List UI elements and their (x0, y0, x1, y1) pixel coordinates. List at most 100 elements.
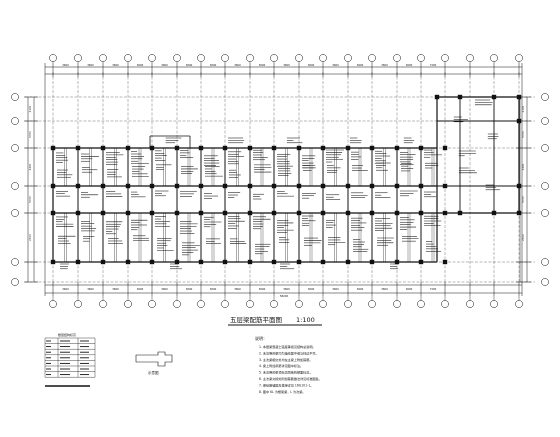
axis-bubble (99, 54, 107, 62)
dimension-value: 3600 (259, 63, 266, 67)
column (125, 259, 131, 265)
column (100, 145, 106, 151)
axis-bubble (441, 300, 449, 308)
column (271, 183, 277, 189)
dimension-value: 5700 (521, 196, 525, 203)
dimension-value: 2100 (28, 105, 32, 112)
axis-bubble (541, 93, 549, 101)
axis-bubble (11, 258, 19, 266)
column (296, 259, 302, 265)
dimension-value: 3600 (234, 287, 241, 291)
dimension-value: 7200 (430, 63, 437, 67)
axis-bubble (49, 54, 57, 62)
axis-bubble (99, 300, 107, 308)
column (442, 259, 448, 265)
column (50, 183, 56, 189)
axis-bubble (319, 300, 327, 308)
column (516, 183, 522, 189)
dimension-value: 3600 (87, 63, 94, 67)
axis-bubble (541, 209, 549, 217)
note-line: 2. 未注明的梁均为轴线居中或与柱边平齐。 (259, 350, 319, 355)
axis-bubble (466, 54, 474, 62)
column (271, 259, 277, 265)
axis-bubble (148, 54, 156, 62)
plan-linework (11, 54, 549, 308)
column (222, 210, 228, 216)
dimension-value: 3600 (406, 63, 413, 67)
axis-bubble (541, 182, 549, 190)
dimension-value: 2100 (28, 234, 32, 241)
column (457, 210, 463, 216)
axis-bubble (11, 278, 19, 286)
dimension-value: 3600 (161, 287, 168, 291)
dimension-value: 5700 (28, 131, 32, 138)
column (345, 259, 351, 265)
axis-bubble (74, 300, 82, 308)
drawing-scale: 1:100 (296, 316, 315, 324)
column (369, 145, 375, 151)
column (394, 183, 400, 189)
dimension-value: 3600 (87, 287, 94, 291)
axis-bubble (295, 54, 303, 62)
axis-bubble (197, 300, 205, 308)
column (75, 145, 81, 151)
column (174, 183, 180, 189)
axis-bubble (221, 54, 229, 62)
axis-bubble (124, 54, 132, 62)
axis-bubble (270, 300, 278, 308)
dimension-value: 5700 (28, 196, 32, 203)
column (198, 183, 204, 189)
column (174, 210, 180, 216)
column (271, 145, 277, 151)
axis-bubble (417, 300, 425, 308)
column (369, 210, 375, 216)
column (247, 259, 253, 265)
column (491, 94, 497, 100)
notes-list: 1. 本层梁混凝土强度等级见结构总说明。2. 未注明的梁均为轴线居中或与柱边平齐… (259, 344, 322, 394)
dimension-value: 3600 (357, 63, 364, 67)
column (125, 183, 131, 189)
column (100, 183, 106, 189)
axis-bubble (368, 54, 376, 62)
axis-bubble (393, 54, 401, 62)
drawing-title: 五层梁配筋平面图 (230, 315, 282, 324)
note-line: 7. 梁纵筋锚固及搭接详见 16G101-1。 (259, 382, 313, 387)
column (369, 183, 375, 189)
note-line: 4. 梁上附加吊筋详见图中标注。 (259, 363, 303, 368)
axis-bubble (124, 300, 132, 308)
total-dimension: 58200 (280, 294, 289, 298)
column (491, 210, 497, 216)
axis-bubble (74, 54, 82, 62)
column (434, 94, 440, 100)
axis-bubble (490, 300, 498, 308)
column (125, 210, 131, 216)
column (320, 183, 326, 189)
axis-bubble (541, 258, 549, 266)
note-line: 6. 主次梁交接处附加箍筋做法详见标准图集。 (259, 376, 322, 381)
dimension-value: 3600 (112, 287, 119, 291)
column (345, 183, 351, 189)
column (516, 118, 522, 124)
axis-bubble (515, 300, 523, 308)
dimension-value: 3600 (332, 287, 339, 291)
column (296, 210, 302, 216)
column (222, 183, 228, 189)
axis-bubble (393, 300, 401, 308)
dimension-value: 3600 (308, 287, 315, 291)
column (296, 145, 302, 151)
column (149, 210, 155, 216)
column (50, 210, 56, 216)
dimension-value: 3600 (62, 287, 69, 291)
column (394, 210, 400, 216)
dimension-value: 2100 (521, 105, 525, 112)
dimension-value: 3600 (137, 63, 144, 67)
dimension-value: 3600 (381, 287, 388, 291)
axis-bubble (344, 300, 352, 308)
column (418, 145, 424, 151)
column (100, 259, 106, 265)
dimension-value: 5700 (521, 131, 525, 138)
axis-bubble (541, 117, 549, 125)
